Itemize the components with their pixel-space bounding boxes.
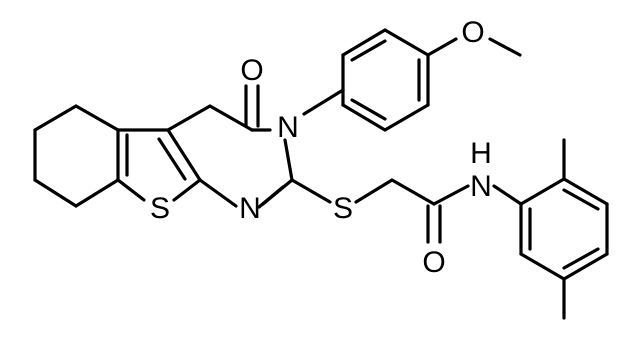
bond: [166, 128, 202, 182]
bond-double-inner: [562, 247, 600, 270]
bond: [562, 252, 609, 281]
thioether-sulfur-label: S: [333, 192, 353, 225]
methoxy-group: [426, 37, 522, 57]
amide-nitrogen-label: N: [470, 170, 492, 203]
bond-double-inner: [350, 39, 387, 62]
bond: [354, 178, 394, 204]
bond: [492, 184, 523, 206]
bond: [290, 178, 332, 204]
ring-nitrogen-1-label: N: [239, 192, 261, 225]
bond: [562, 177, 609, 206]
bond: [74, 104, 120, 132]
bond: [33, 178, 78, 208]
bond: [390, 178, 436, 206]
bond-double-inner: [562, 188, 600, 211]
bond: [488, 37, 522, 57]
bond: [426, 37, 458, 57]
thiophene-sulfur-label: S: [150, 192, 170, 225]
bond: [283, 138, 294, 182]
bond: [74, 178, 120, 208]
bond: [198, 178, 238, 208]
bond: [302, 88, 345, 116]
bond: [172, 178, 202, 202]
bond: [383, 103, 430, 132]
bond: [432, 184, 470, 206]
bond: [166, 104, 212, 132]
thiophene-ring: [116, 128, 202, 202]
bond-double-inner: [257, 185, 285, 209]
ring-nitrogen-3-label: N: [277, 111, 299, 144]
bond: [341, 103, 387, 132]
cyclohexane-ring: [33, 104, 129, 208]
methoxy-oxygen-label: O: [461, 16, 484, 49]
bond: [519, 252, 566, 281]
methoxyphenyl-ring: [302, 28, 430, 132]
carbonyl-group: [244, 84, 260, 128]
thioacetamide-chain: [290, 178, 470, 244]
dimethylphenyl-ring: [492, 138, 609, 320]
amide-hydrogen-label: H: [470, 137, 492, 170]
amide-oxygen-label: O: [422, 246, 445, 279]
carbonyl-oxygen-label: O: [240, 54, 263, 87]
bond-double-inner: [157, 137, 187, 181]
bond: [383, 28, 430, 57]
bond-double-inner: [350, 98, 387, 121]
bond: [519, 177, 566, 206]
bond: [33, 104, 78, 132]
bond: [116, 178, 146, 202]
bond: [341, 28, 387, 57]
